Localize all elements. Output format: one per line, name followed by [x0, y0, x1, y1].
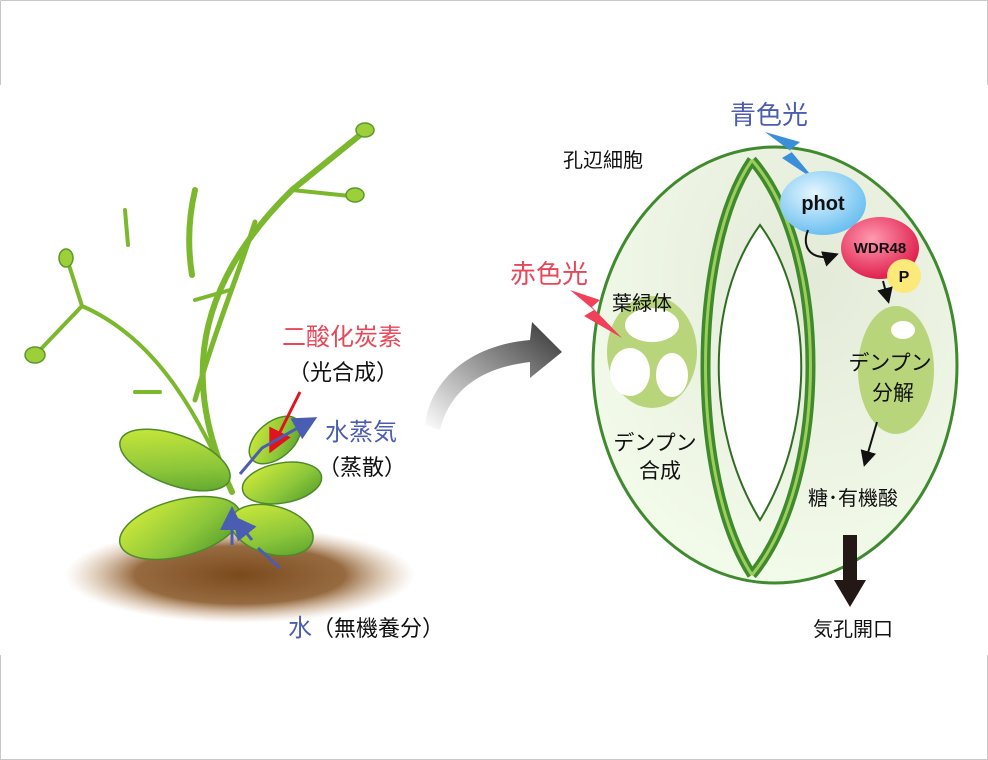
flower-bud [58, 248, 74, 268]
zoom-in-arrow [425, 322, 562, 430]
starch-degradation-label-2: 分解 [872, 381, 914, 405]
chloroplast-right [858, 306, 934, 434]
transpiration-label: （蒸散） [318, 456, 406, 481]
starch-degradation-label: デンプン [848, 351, 931, 375]
side-shoot [193, 288, 232, 302]
branch [290, 188, 352, 198]
starch-grain [891, 321, 915, 339]
wall-highlight [750, 159, 812, 576]
starch-grain [625, 308, 679, 342]
phospho-label: P [899, 269, 910, 286]
starch-synthesis-label: デンプン [613, 431, 696, 455]
phot-label: phot [801, 193, 845, 215]
leaf [241, 461, 323, 505]
leaf [119, 428, 231, 492]
pathway-arrow [860, 421, 878, 467]
side-shoot [186, 187, 198, 278]
sugar-acid-label: 糖･有機酸 [808, 486, 898, 510]
flower-bud [24, 346, 46, 364]
co2-label: 二酸化炭素 [282, 323, 402, 351]
blue-light-bolt-icon [765, 132, 815, 180]
blue-light-label: 青色光 [730, 101, 808, 131]
photosynthesis-label: （光合成） [288, 361, 398, 386]
minerals-label: （無機養分） [312, 617, 444, 642]
red-light-label: 赤色光 [510, 260, 588, 290]
wdr48-label: WDR48 [854, 240, 907, 257]
activation-arrow [805, 229, 839, 267]
water-label: 水 [288, 614, 312, 642]
flower-bud [345, 187, 365, 203]
flower-bud [355, 122, 375, 138]
red-light-bolt-icon [570, 290, 622, 338]
stomatal-opening-label: 気孔開口 [813, 617, 893, 641]
main-stem [199, 132, 363, 495]
opening-arrow [834, 535, 866, 607]
side-shoot [192, 219, 258, 403]
wall-highlight [704, 159, 754, 576]
stomata-illustration: 孔辺細胞 青色光 赤色光 葉緑体 phot WDR48 P デンプン 合成 デン… [510, 101, 959, 641]
plant-illustration: 二酸化炭素 （光合成） 水蒸気 （蒸散） 水 （無機養分） [24, 122, 444, 642]
starch-grain [610, 348, 650, 396]
stomatal-pore [717, 223, 803, 522]
vapor-label: 水蒸気 [325, 418, 397, 446]
pathway-arrow [877, 280, 893, 304]
chloroplast-label: 葉緑体 [612, 291, 672, 315]
phot-protein [780, 171, 866, 235]
starch-grain [656, 353, 688, 397]
soil [65, 527, 415, 623]
vapor-arrow [238, 417, 318, 475]
phosphate-circle [887, 259, 921, 293]
starch-synthesis-label-2: 合成 [639, 459, 681, 483]
guard-cell-label: 孔辺細胞 [563, 148, 643, 172]
side-shoot [123, 208, 130, 247]
